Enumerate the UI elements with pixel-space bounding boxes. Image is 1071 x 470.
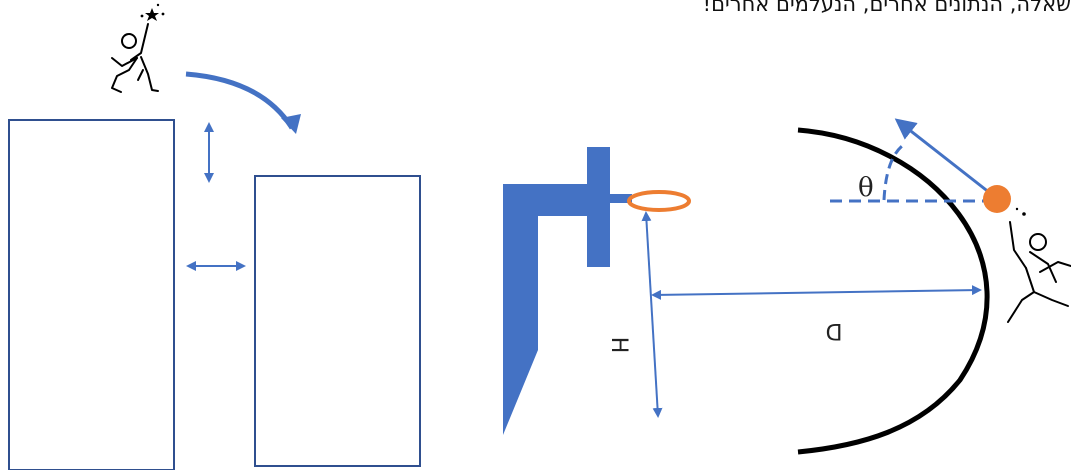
height-arrow: [641, 211, 663, 418]
jump-arc-arrow: [185, 71, 295, 130]
building-right: [254, 175, 421, 467]
distance-arrow: [651, 285, 982, 300]
jump-arc-arrowhead: [281, 114, 301, 134]
throwing-person-icon: [1007, 221, 1071, 323]
hoop-rim: [627, 190, 691, 212]
building-left: [8, 119, 175, 470]
backboard: [587, 147, 610, 267]
height-label: H: [606, 337, 631, 354]
court-arc: [797, 127, 990, 455]
hoop-support-pole: [503, 184, 587, 435]
sparkle-icon: [140, 3, 165, 21]
distance-label: D: [826, 318, 843, 343]
header-text: שאלה, הנתונים אחרים, הנעלמים אחרים!: [702, 0, 1071, 16]
theta-label: θ: [858, 173, 874, 203]
rim-connector: [610, 194, 632, 203]
jumping-person-icon: [111, 23, 159, 93]
small-sparkle-icon: [1015, 207, 1026, 216]
launch-arrow: [894, 118, 991, 195]
angle-arc: [882, 144, 904, 201]
basketball: [983, 185, 1011, 213]
